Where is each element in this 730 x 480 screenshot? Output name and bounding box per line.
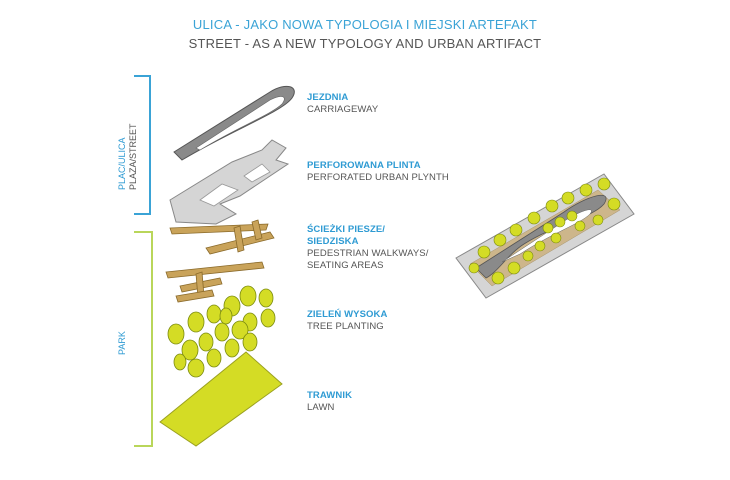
label-trees-pl: ZIELEŃ WYSOKA — [307, 309, 388, 320]
plinth-layer — [169, 139, 290, 225]
plaza-group-label-en: PLAZA/STREET — [128, 123, 138, 190]
label-walkways-en2: SEATING AREAS — [307, 260, 384, 271]
label-trees-en: TREE PLANTING — [307, 321, 384, 332]
label-carriageway-pl: JEZDNIA — [307, 92, 349, 103]
walkways-layer — [165, 219, 275, 303]
diagram-title-pl: ULICA - JAKO NOWA TYPOLOGIA I MIEJSKI AR… — [192, 17, 538, 32]
label-plinth-pl: PERFOROWANA PLINTA — [307, 160, 421, 171]
label-plinth-en: PERFORATED URBAN PLYNTH — [307, 172, 449, 183]
carriageway-layer — [173, 85, 295, 161]
label-plinth: PERFOROWANA PLINTA PERFORATED URBAN PLYN… — [307, 160, 449, 184]
park-label: PARK — [117, 331, 127, 355]
trees-layer — [167, 285, 276, 378]
label-lawn-pl: TRAWNIK — [307, 390, 353, 401]
plaza-label-pl: PLAC/ULICA — [117, 137, 127, 190]
diagram-title-en: STREET - AS A NEW TYPOLOGY AND URBAN ART… — [188, 36, 542, 51]
label-walkways-pl: ŚCIEŻKI PIESZE/ — [307, 224, 386, 235]
label-walkways-pl2: SIEDZISKA — [307, 236, 359, 247]
label-lawn: TRAWNIK LAWN — [307, 390, 352, 414]
label-walkways: ŚCIEŻKI PIESZE/ SIEDZISKA PEDESTRIAN WAL… — [307, 224, 428, 272]
park-bracket — [134, 231, 153, 447]
plaza-label-en: PLAZA/STREET — [128, 123, 138, 190]
park-group-label: PARK — [117, 331, 127, 355]
plaza-bracket — [134, 75, 151, 215]
composite-plan — [455, 173, 635, 299]
label-carriageway: JEZDNIA CARRIAGEWAY — [307, 92, 378, 116]
lawn-layer — [159, 351, 283, 447]
plaza-group-label: PLAC/ULICA — [117, 137, 127, 190]
label-trees: ZIELEŃ WYSOKA TREE PLANTING — [307, 309, 387, 333]
label-carriageway-en: CARRIAGEWAY — [307, 104, 379, 115]
label-walkways-en: PEDESTRIAN WALKWAYS/ — [307, 248, 429, 259]
label-lawn-en: LAWN — [307, 402, 335, 413]
